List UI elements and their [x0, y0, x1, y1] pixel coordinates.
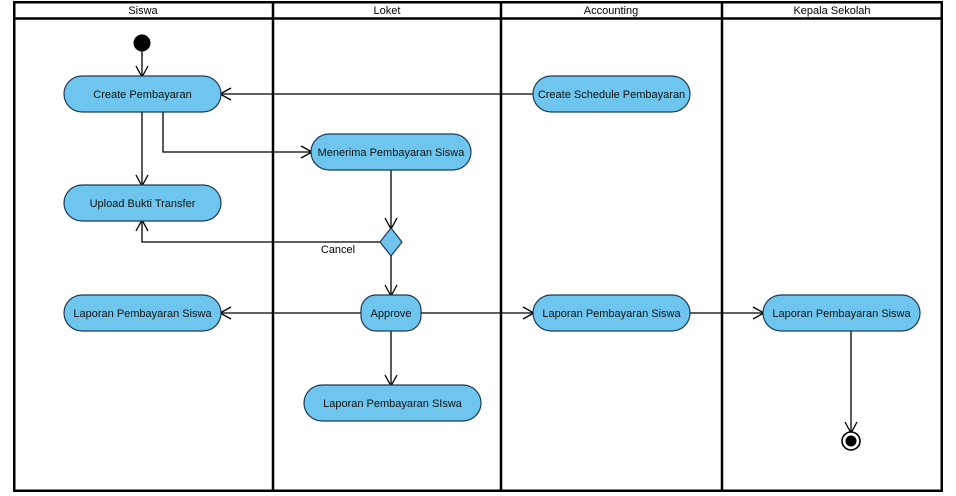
node-laporan-pembayaran-siswa-accounting[interactable]: Laporan Pembayaran Siswa [532, 294, 691, 332]
node-create-pembayaran-label: Create Pembayaran [93, 89, 191, 101]
final-node-icon [841, 431, 861, 451]
lane-title-siswa: Siswa [128, 5, 158, 17]
lane-title-kepala-sekolah: Kepala Sekolah [793, 5, 870, 17]
edge-approve-to-laporan-accounting [421, 306, 536, 320]
edge-create-pembayaran-to-menerima [162, 112, 314, 159]
node-laporan-pembayaran-siswa-loket[interactable]: Laporan Pembayaran SIswa [303, 384, 482, 422]
node-laporan-loket-shape[interactable] [303, 384, 482, 422]
edge-decision-to-approve [384, 256, 398, 298]
edge-label-cancel: Cancel [321, 244, 355, 256]
initial-node-icon [133, 34, 151, 52]
node-create-pembayaran[interactable]: Create Pembayaran [63, 75, 222, 113]
node-laporan-pembayaran-siswa-kepala-sekolah[interactable]: Laporan Pembayaran Siswa [762, 294, 921, 332]
node-upload-bukti-transfer[interactable]: Upload Bukti Transfer [63, 184, 222, 222]
node-create-schedule-label: Create Schedule Pembayaran [538, 89, 685, 101]
node-laporan-siswa-label: Laporan Pembayaran Siswa [73, 308, 212, 320]
node-laporan-accounting-shape[interactable] [532, 294, 691, 332]
node-laporan-siswa-shape[interactable] [63, 294, 222, 332]
node-create-schedule-pembayaran[interactable]: Create Schedule Pembayaran [532, 75, 691, 113]
edge-decision-to-upload-bukti-cancel [135, 218, 380, 243]
node-approve-shape[interactable] [360, 294, 422, 332]
node-upload-bukti-transfer-label: Upload Bukti Transfer [90, 198, 196, 210]
node-laporan-kepala-label: Laporan Pembayaran Siswa [772, 308, 911, 320]
edge-menerima-to-decision [384, 170, 398, 231]
diagram-outer-border [13, 1, 943, 492]
edge-create-schedule-to-create-pembayaran [218, 87, 533, 101]
lane-titles: Siswa Loket Accounting Kepala Sekolah [128, 5, 870, 17]
edge-labels: Cancel [321, 244, 355, 256]
lane-title-accounting: Accounting [584, 5, 638, 17]
node-menerima-pembayaran-shape[interactable] [310, 133, 472, 171]
node-laporan-accounting-label: Laporan Pembayaran Siswa [542, 308, 681, 320]
node-menerima-pembayaran-siswa[interactable]: Menerima Pembayaran Siswa [310, 133, 472, 171]
edge-create-pembayaran-to-upload-bukti [135, 112, 149, 188]
flow-edges [135, 51, 858, 435]
node-laporan-kepala-shape[interactable] [762, 294, 921, 332]
node-menerima-pembayaran-label: Menerima Pembayaran Siswa [318, 147, 466, 159]
diagram-nodes: Create Pembayaran Upload Bukti Transfer … [63, 34, 921, 451]
edge-start-to-create-pembayaran [135, 51, 149, 79]
edge-approve-to-laporan-loket [384, 331, 398, 388]
node-upload-bukti-transfer-shape[interactable] [63, 184, 222, 222]
node-create-pembayaran-shape[interactable] [63, 75, 222, 113]
edge-approve-to-laporan-siswa [218, 306, 361, 320]
node-create-schedule-shape[interactable] [532, 75, 691, 113]
decision-node-diamond[interactable] [379, 227, 403, 257]
edge-laporan-accounting-to-laporan-kepala [690, 306, 766, 320]
lane-title-loket: Loket [374, 5, 401, 17]
node-approve-label: Approve [371, 308, 412, 320]
node-laporan-pembayaran-siswa-siswa[interactable]: Laporan Pembayaran Siswa [63, 294, 222, 332]
edge-laporan-kepala-to-end [844, 331, 858, 435]
swimlane-frame [13, 1, 943, 492]
node-laporan-loket-label: Laporan Pembayaran SIswa [323, 398, 463, 410]
node-approve[interactable]: Approve [360, 294, 422, 332]
